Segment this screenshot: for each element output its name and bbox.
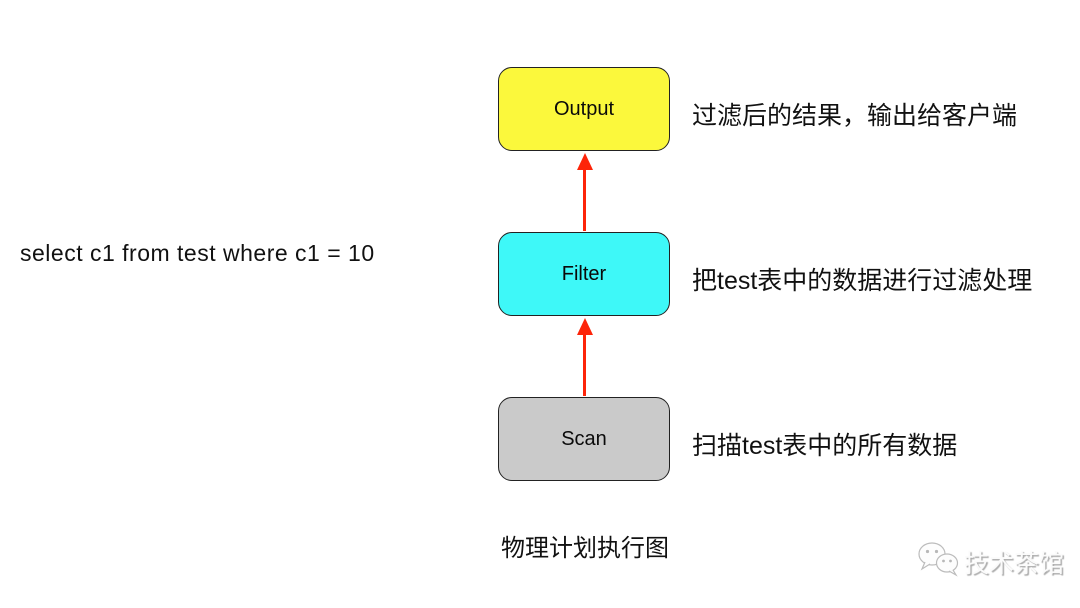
node-output: Output xyxy=(498,67,670,151)
node-output-description: 过滤后的结果，输出给客户端 xyxy=(692,102,1018,130)
arrow-filter-to-output-icon xyxy=(576,153,593,231)
arrow-shaft xyxy=(583,170,586,231)
node-filter: Filter xyxy=(498,232,670,316)
node-scan-label: Scan xyxy=(561,427,607,450)
watermark: 技术茶馆 xyxy=(917,540,1064,583)
arrow-head-icon xyxy=(576,153,593,170)
node-scan: Scan xyxy=(498,397,670,481)
node-scan-description: 扫描test表中的所有数据 xyxy=(692,432,958,460)
node-filter-description: 把test表中的数据进行过滤处理 xyxy=(692,267,1033,295)
arrow-head-icon xyxy=(576,318,593,335)
arrow-scan-to-filter-icon xyxy=(576,318,593,396)
wechat-icon xyxy=(917,540,961,583)
node-filter-label: Filter xyxy=(561,262,607,285)
node-output-label: Output xyxy=(553,97,615,120)
sql-query-text: select c1 from test where c1 = 10 xyxy=(20,240,375,266)
watermark-text: 技术茶馆 xyxy=(963,549,1064,578)
diagram-title: 物理计划执行图 xyxy=(501,535,669,562)
arrow-shaft xyxy=(583,335,586,396)
